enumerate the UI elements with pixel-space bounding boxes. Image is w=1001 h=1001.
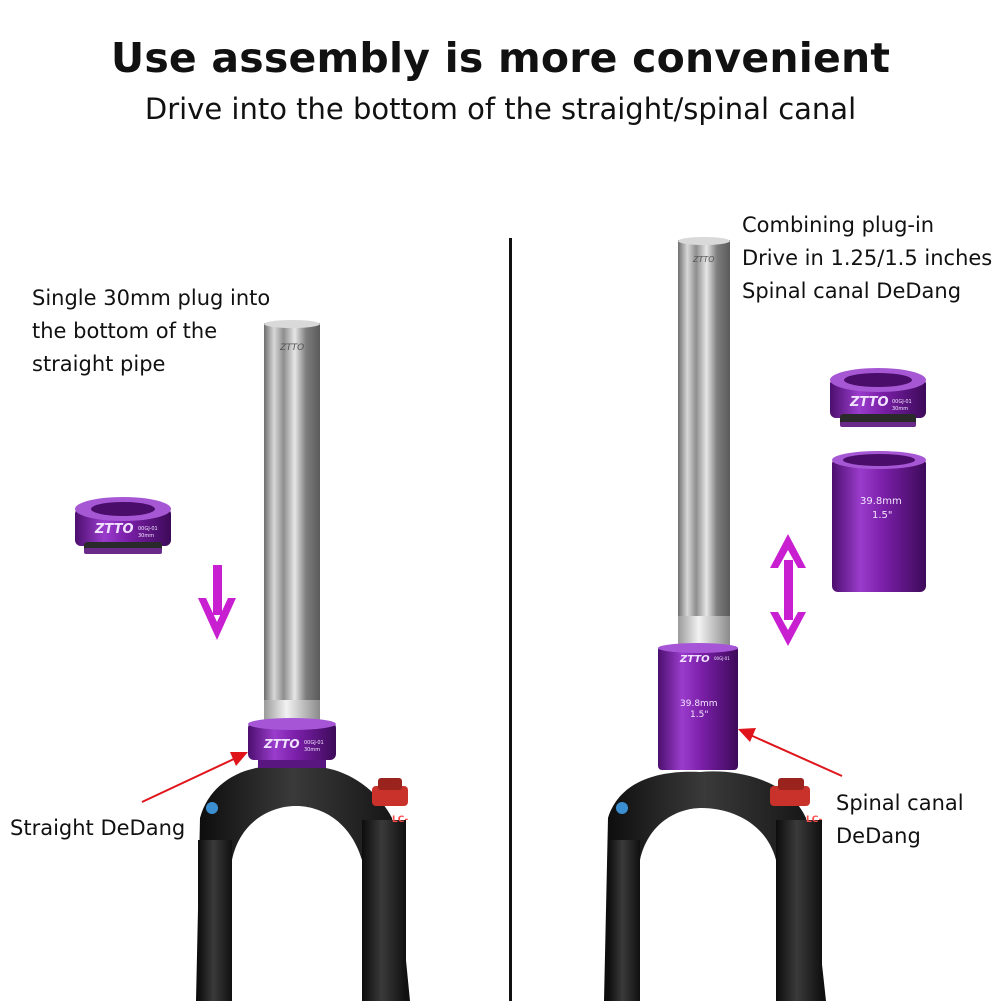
- left-steerer-tube: [264, 323, 320, 703]
- left-note-line-1: Single 30mm plug into: [32, 286, 271, 310]
- svg-text:00GJ-01: 00GJ-01: [714, 656, 730, 661]
- left-note-line-3: straight pipe: [32, 352, 166, 376]
- right-callout-line-2: DeDang: [836, 824, 921, 848]
- right-callout-arrow: [738, 728, 843, 777]
- right-note-line-3: Spinal canal DeDang: [742, 279, 962, 303]
- up-down-arrow-icon: [770, 534, 806, 646]
- right-note: Combining plug-in Drive in 1.25/1.5 inch…: [742, 209, 992, 308]
- svg-text:ZTTO: ZTTO: [263, 737, 300, 751]
- right-fork: LC-: [604, 771, 826, 1001]
- panel-divider: [509, 238, 512, 1001]
- fork-sticker-text: LC-: [806, 815, 823, 825]
- svg-text:ZTTO: ZTTO: [849, 395, 889, 410]
- svg-text:ZTTO: ZTTO: [279, 343, 304, 353]
- down-arrow-icon: [198, 565, 236, 640]
- right-loose-ring: ZTTO 00GJ-01 30mm: [830, 368, 926, 427]
- page-title: Use assembly is more convenient: [110, 34, 891, 82]
- right-callout-label: Spinal canal DeDang: [836, 787, 964, 853]
- svg-text:LC-: LC-: [392, 815, 409, 825]
- svg-text:ZTTO: ZTTO: [679, 654, 710, 665]
- svg-text:00GJ-01: 00GJ-01: [304, 740, 324, 746]
- svg-text:ZTTO: ZTTO: [94, 522, 134, 537]
- right-callout-line-1: Spinal canal: [836, 791, 964, 815]
- right-note-line-1: Combining plug-in: [742, 213, 935, 237]
- left-installed-ring: ZTTO 00GJ-01 30mm: [248, 718, 336, 768]
- svg-text:30mm: 30mm: [138, 533, 154, 539]
- left-note-line-2: the bottom of the: [32, 319, 218, 343]
- right-loose-spec-2: 1.5": [872, 510, 893, 521]
- right-installed-spec-2: 1.5": [690, 710, 708, 720]
- right-note-line-2: Drive in 1.25/1.5 inches: [742, 246, 993, 270]
- right-installed-sleeve: ZTTO 00GJ-01 39.8mm 1.5": [658, 643, 738, 770]
- right-installed-spec-1: 39.8mm: [680, 699, 718, 709]
- svg-text:30mm: 30mm: [304, 747, 320, 753]
- right-steerer-tube: [678, 240, 730, 620]
- left-callout-arrow: [141, 752, 248, 803]
- svg-text:30mm: 30mm: [892, 406, 908, 412]
- svg-text:ZTTO: ZTTO: [692, 255, 715, 264]
- svg-text:00GJ-01: 00GJ-01: [892, 399, 912, 405]
- left-callout-label: Straight DeDang: [10, 816, 186, 840]
- left-note: Single 30mm plug into the bottom of the …: [32, 282, 270, 381]
- right-loose-spec-1: 39.8mm: [860, 496, 902, 507]
- left-fork: LC-: [196, 766, 410, 1001]
- right-loose-sleeve: 39.8mm 1.5": [832, 451, 926, 592]
- page-subtitle: Drive into the bottom of the straight/sp…: [144, 92, 857, 126]
- left-loose-ring: ZTTO 00GJ-01 30mm: [75, 497, 171, 554]
- svg-text:00GJ-01: 00GJ-01: [138, 526, 158, 532]
